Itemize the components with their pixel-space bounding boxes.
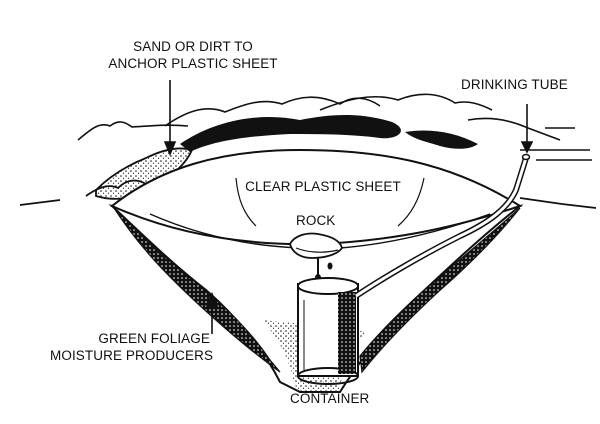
plastic-sheet xyxy=(110,148,523,249)
sand-anchor-label-line2: ANCHOR PLASTIC SHEET xyxy=(108,56,278,71)
background-hills xyxy=(77,93,592,161)
hill-shading xyxy=(180,115,478,152)
sand-anchor-label: SAND OR DIRT TO ANCHOR PLASTIC SHEET xyxy=(93,38,293,72)
sand-anchor-label-line1: SAND OR DIRT TO xyxy=(133,39,253,54)
drinking-tube xyxy=(354,153,531,299)
green-foliage-label-line1: GREEN FOLIAGE xyxy=(98,331,210,346)
container-shape xyxy=(297,277,359,385)
green-foliage-label-line2: MOISTURE PRODUCERS xyxy=(50,348,214,363)
label-arrows xyxy=(163,80,534,334)
clear-plastic-sheet-label: CLEAR PLASTIC SHEET xyxy=(245,179,401,194)
green-foliage-label: GREEN FOLIAGE MOISTURE PRODUCERS xyxy=(50,330,214,364)
drinking-tube-label: DRINKING TUBE xyxy=(461,77,568,92)
container-label: CONTAINER xyxy=(290,391,370,406)
rock-label: ROCK xyxy=(296,213,336,228)
